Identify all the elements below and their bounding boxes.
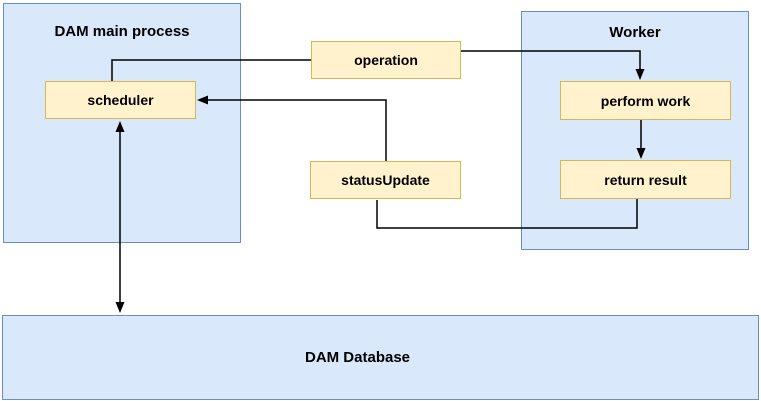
node-status-update: statusUpdate — [310, 161, 461, 199]
node-return-result: return result — [560, 160, 731, 199]
node-scheduler: scheduler — [45, 81, 196, 119]
container-worker-label: Worker — [609, 24, 661, 41]
container-dam-database-label: DAM Database — [304, 349, 411, 366]
arrowhead-into-dam-database — [115, 302, 125, 313]
container-worker: Worker — [521, 11, 749, 250]
container-dam-main-process: DAM main process — [3, 3, 241, 243]
node-status-update-label: statusUpdate — [341, 172, 430, 188]
node-scheduler-label: scheduler — [87, 92, 154, 108]
container-dam-database: DAM Database — [2, 315, 759, 400]
node-perform-work-label: perform work — [600, 92, 691, 109]
container-dam-main-process-label: DAM main process — [54, 23, 190, 40]
node-operation-label: operation — [354, 52, 418, 68]
node-perform-work: perform work — [560, 81, 731, 120]
node-return-result-label: return result — [604, 171, 687, 188]
node-operation: operation — [311, 41, 461, 79]
